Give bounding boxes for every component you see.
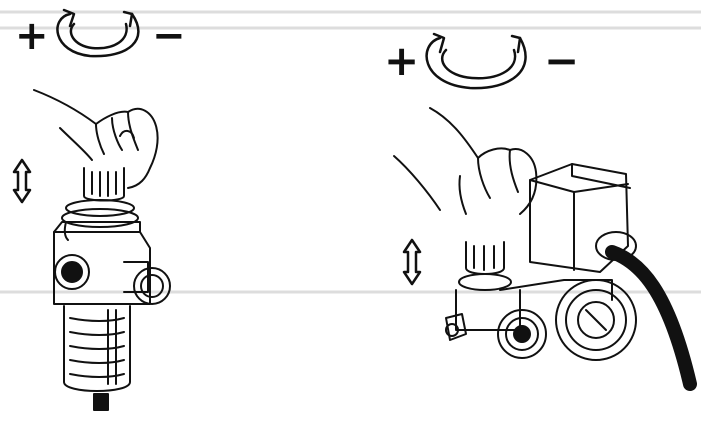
push-pull-arrow-icon — [402, 238, 422, 286]
hand-icon — [33, 89, 159, 189]
hose-icon — [595, 231, 697, 391]
increase-symbol: + — [384, 36, 420, 85]
decrease-symbol: − — [544, 36, 580, 85]
rotate-arrow-icon — [425, 32, 527, 90]
hand-icon — [393, 107, 538, 215]
increase-symbol: + — [15, 13, 49, 59]
pressure-gauge-icon — [497, 279, 637, 361]
left-panel — [12, 8, 171, 411]
decrease-symbol: − — [152, 13, 186, 59]
regulator-valve-icon — [445, 163, 631, 341]
filter-regulator-icon — [53, 167, 171, 411]
right-panel — [393, 32, 697, 391]
rotate-arrow-icon — [56, 8, 140, 58]
push-pull-arrow-icon — [12, 158, 32, 204]
